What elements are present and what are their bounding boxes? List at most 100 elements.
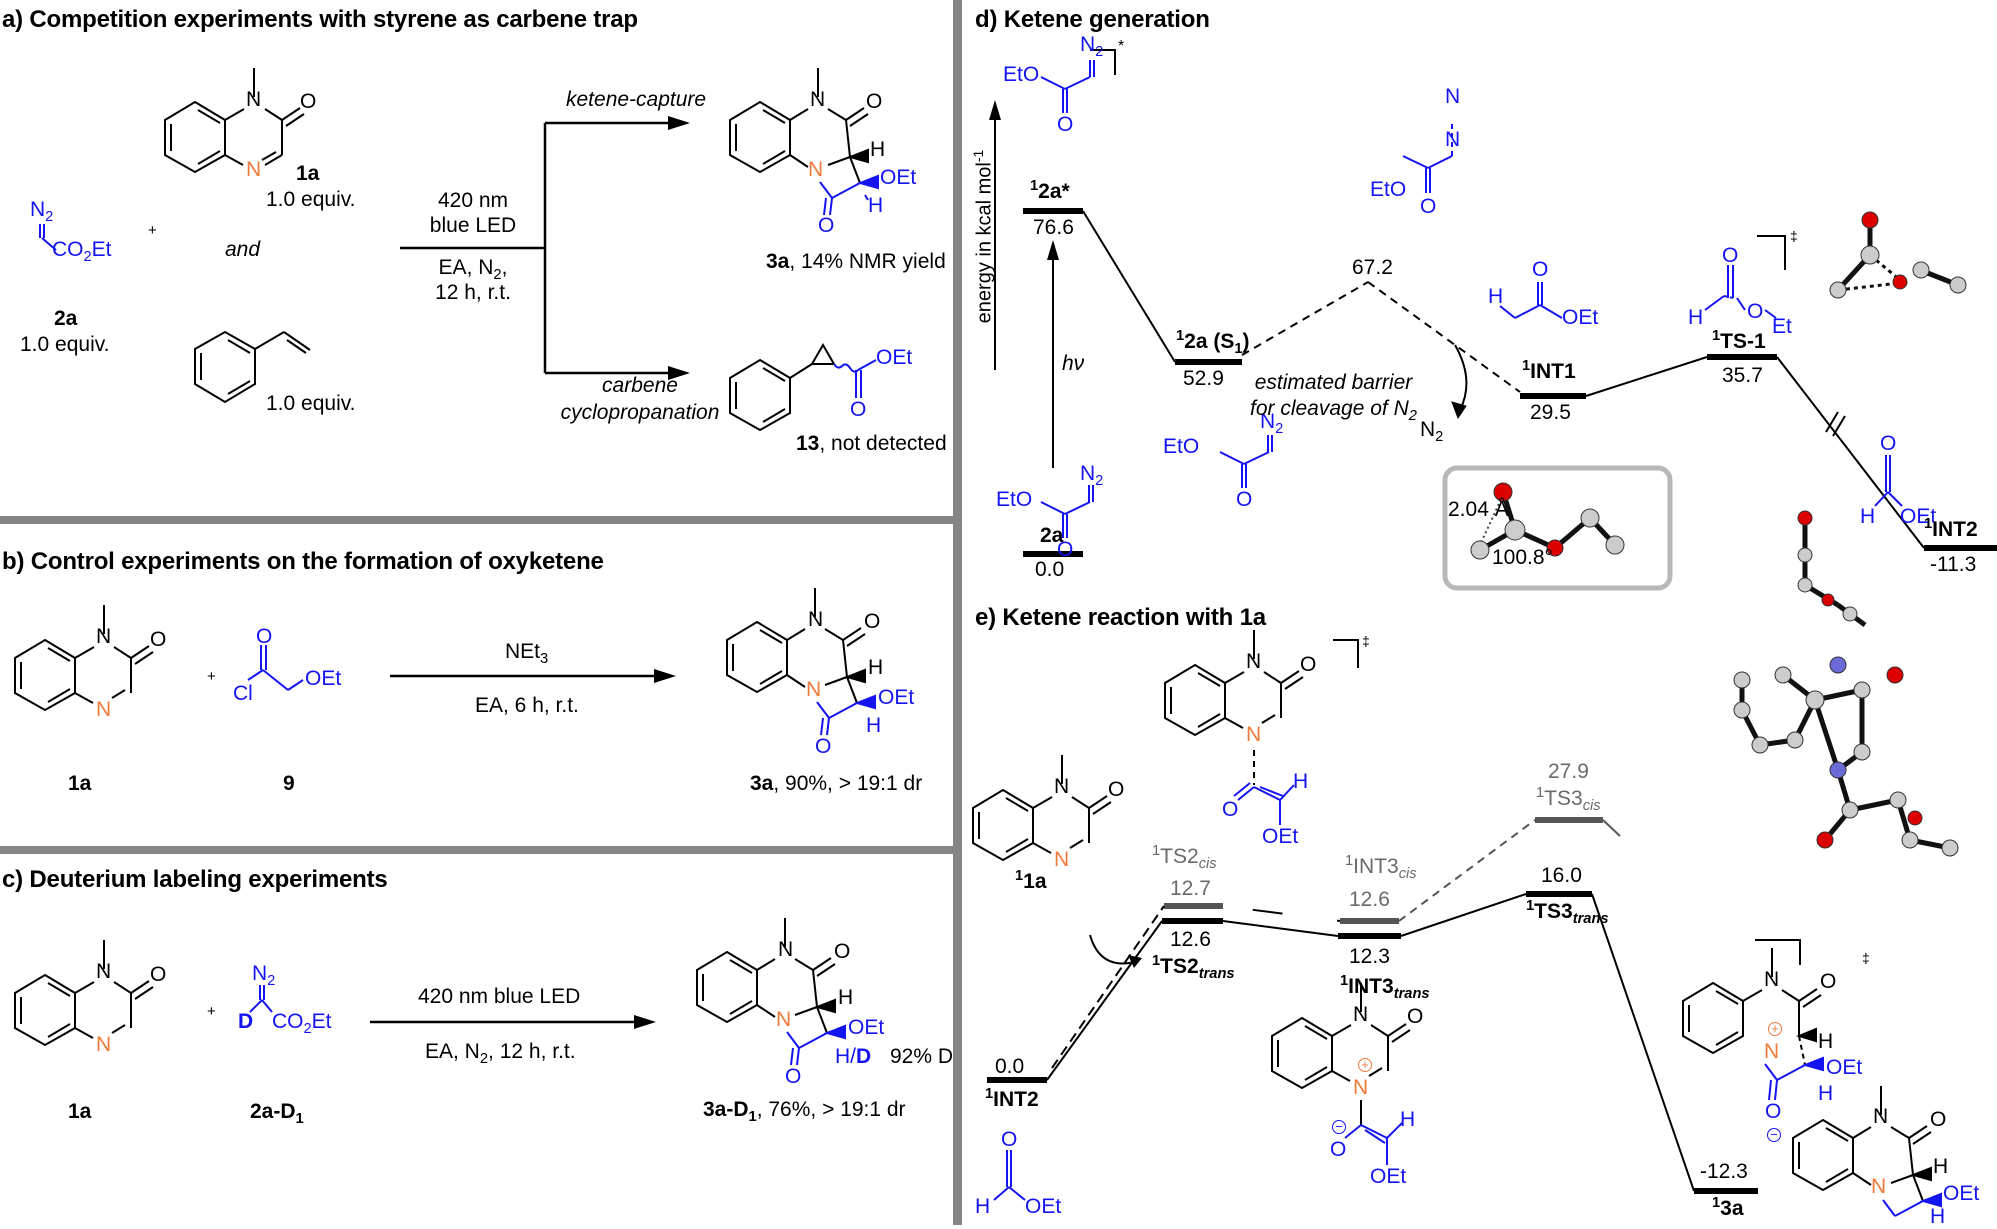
level-label-ts3-trans: 1TS3trans xyxy=(1526,898,1609,928)
atom-h-3a-d1: H xyxy=(838,986,854,1009)
divider-a-b xyxy=(0,516,953,524)
molecule-int3 xyxy=(1271,983,1411,1125)
atom-oet-int3: OEt xyxy=(1370,1165,1407,1188)
atom-n2-s1: N2 xyxy=(1260,410,1284,438)
label-2a: 2a xyxy=(54,307,78,330)
conditions-b: EA, 6 h, r.t. xyxy=(475,694,579,717)
atom-n-int3: N xyxy=(1353,1076,1369,1099)
energy-levels-e xyxy=(987,817,1758,1194)
equiv-1a: 1.0 equiv. xyxy=(266,188,356,211)
atom-o-ts3: O xyxy=(1820,970,1837,993)
conditions-c-top: 420 nm blue LED xyxy=(418,985,581,1008)
atom-hd-3a-d1: H/D xyxy=(835,1045,872,1068)
atom-n-1a-e: N xyxy=(1054,848,1070,871)
panel-e-title: e) Ketene reaction with 1a xyxy=(975,604,1266,631)
dagger-ts2: ‡ xyxy=(1362,633,1370,649)
atom-o-ketene-e: O xyxy=(1001,1128,1018,1151)
break-mark-1 xyxy=(1825,411,1839,433)
atom-o2-3a-d1: O xyxy=(785,1065,802,1088)
level-energy-3a-e: -12.3 xyxy=(1700,1160,1748,1183)
atom-oet-int1: OEt xyxy=(1562,306,1599,329)
result-3a: 3a, 14% NMR yield xyxy=(766,250,946,273)
atom-eto-s1: EtO xyxy=(1163,435,1200,458)
atom-cl-9: Cl xyxy=(233,682,253,705)
int2-3d-model xyxy=(1797,510,1867,628)
level-label-int2: 1INT2 xyxy=(1924,516,1978,541)
molecule-1a-c xyxy=(14,940,154,1047)
ts3-3d-model xyxy=(1733,656,1959,857)
atom-h-int1: H xyxy=(1488,285,1504,308)
atom-o-13: O xyxy=(850,398,867,421)
connector-s1-crossing xyxy=(1241,281,1369,356)
atom-n-diazo-ts: N xyxy=(1445,128,1461,151)
divider-b-c xyxy=(0,846,953,854)
conn-int3t-ts3t xyxy=(1400,893,1527,937)
level-label-ts2-trans: 1TS2trans xyxy=(1152,953,1235,983)
atom-n-ts2: N xyxy=(1246,723,1262,746)
result-13: 13, not detected xyxy=(796,432,947,455)
energy-levels-d xyxy=(1023,208,1997,557)
atom-h2-3a-e: H xyxy=(1930,1205,1946,1228)
conditions-solvent: EA, N2, 12 h, r.t. xyxy=(435,256,511,304)
conn-int3c-ts3c xyxy=(1398,819,1536,922)
reagent-net3: NEt3 xyxy=(505,640,549,668)
atom-oet-ts2: OEt xyxy=(1262,825,1299,848)
level-label-3a-e: 13a xyxy=(1712,1195,1744,1220)
atom-n-methyl-3a: N xyxy=(810,88,826,111)
atom-n2-2a-star: N2 xyxy=(1080,33,1104,61)
molecule-3a-b xyxy=(726,588,866,704)
molecule-3a-b-blue xyxy=(816,694,876,736)
int1-geometry-inset xyxy=(1442,465,1673,591)
molecule-ts2 xyxy=(1164,630,1359,785)
atom-o-ts2: O xyxy=(1300,653,1317,676)
atom-n-methyl-1a: N xyxy=(246,88,262,111)
panel-d-energy-diagram xyxy=(989,49,1997,628)
atom-oet-3a-d1: OEt xyxy=(848,1016,885,1039)
atom-o-s1: O xyxy=(1236,488,1253,511)
vertical-panel-divider xyxy=(953,0,962,1225)
connector-int1-ts1 xyxy=(1585,356,1708,397)
photon-arrow xyxy=(1047,240,1059,468)
molecule-1a-b xyxy=(14,605,154,712)
atom-h2-3a-b: H xyxy=(866,714,882,737)
atom-h-ts2: H xyxy=(1293,770,1309,793)
atom-h-int3: H xyxy=(1400,1108,1416,1131)
atom-n-methyl-int3: N xyxy=(1353,1003,1369,1026)
arrow-c xyxy=(370,1015,656,1029)
released-n2: N2 xyxy=(1420,418,1444,446)
panel-c-structures xyxy=(14,918,846,1066)
molecule-2a-d1 xyxy=(249,985,273,1013)
label-1a-c: 1a xyxy=(68,1100,92,1123)
level-label-2a-s1: 12a (S1) xyxy=(1176,328,1250,358)
atom-o-1a: O xyxy=(300,90,317,113)
ts1-3d-model xyxy=(1829,211,1967,299)
barrier-note: estimated barrier for cleavage of N2 xyxy=(1250,371,1417,425)
level-label-2a: 2a xyxy=(1040,524,1064,547)
atom-o-1a-e: O xyxy=(1108,778,1125,801)
level-energy-int3-trans: 12.3 xyxy=(1349,945,1390,968)
atom-h-ts1: H xyxy=(1688,306,1704,329)
atom-o-ts1: O xyxy=(1722,244,1739,267)
level-energy-ts1: 35.7 xyxy=(1722,364,1763,387)
atom-o-2a-star: O xyxy=(1057,113,1074,136)
atom-h-ketene-e: H xyxy=(975,1195,991,1218)
energy-axis xyxy=(989,100,1001,370)
conn-ts2t-int3t xyxy=(1222,920,1339,937)
crossing-energy: 67.2 xyxy=(1352,256,1393,279)
atom-n-methyl-3a-d1: N xyxy=(778,938,794,961)
connector-crossing-int1 xyxy=(1367,281,1521,393)
formula-co2et-2a-d1: CO2Et xyxy=(272,1010,332,1038)
atom-n-1a-b: N xyxy=(96,698,112,721)
level-energy-2a-s1: 52.9 xyxy=(1183,367,1224,390)
molecule-13 xyxy=(729,343,859,432)
panel-d-title: d) Ketene generation xyxy=(975,6,1210,33)
curved-arrow-1a xyxy=(1089,934,1136,965)
atom-o-int3: O xyxy=(1407,1005,1424,1028)
result-3a-d1: 3a-D1, 76%, > 19:1 dr xyxy=(703,1098,906,1126)
level-label-ts2-cis: 1TS2cis xyxy=(1152,843,1217,873)
int1-3d-model xyxy=(1470,482,1625,560)
atom-h-3a-b: H xyxy=(868,656,884,679)
atom-oet-9: OEt xyxy=(305,667,342,690)
